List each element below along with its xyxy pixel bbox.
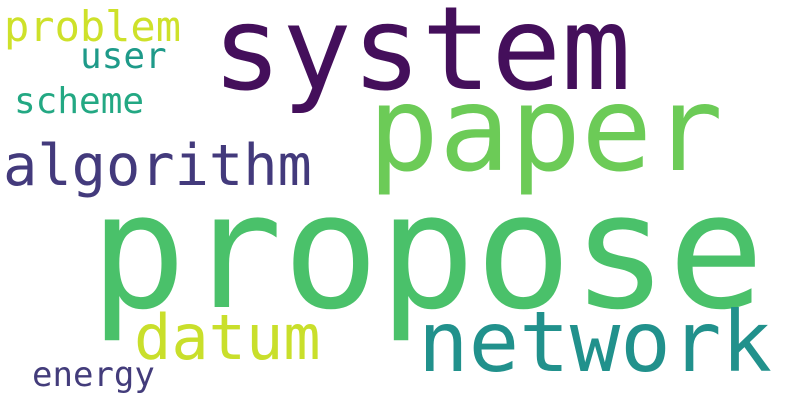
word-problem: problem (4, 2, 182, 51)
word-system: system (212, 0, 632, 117)
word-datum: datum (134, 301, 321, 374)
word-network: network (418, 293, 773, 391)
word-algorithm: algorithm (3, 133, 312, 199)
word-propose: propose (90, 158, 765, 345)
word-scheme: scheme (14, 81, 145, 122)
word-paper: paper (368, 60, 724, 198)
word-user: user (80, 36, 167, 77)
word-energy: energy (32, 355, 155, 395)
